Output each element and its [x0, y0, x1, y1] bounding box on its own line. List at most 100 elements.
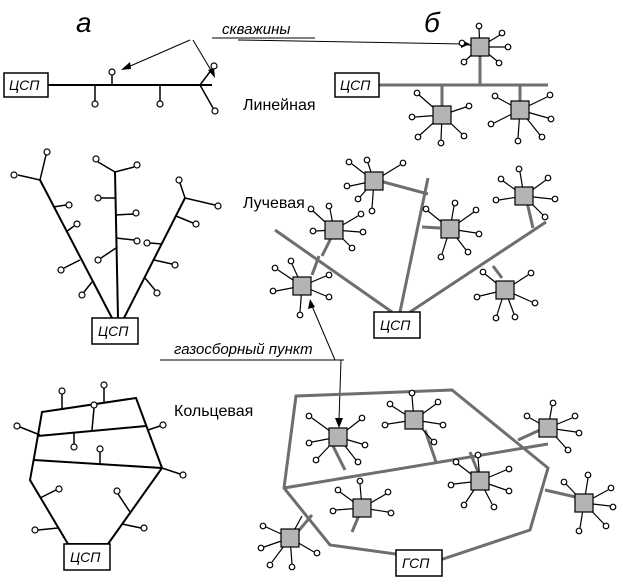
well-icon — [549, 399, 557, 407]
gathering-point-arrow — [338, 359, 342, 421]
well-cluster — [329, 477, 395, 518]
well-icon — [475, 22, 483, 30]
well-icon — [487, 120, 495, 128]
well-icon — [192, 220, 200, 228]
well-branch — [199, 84, 214, 109]
csp-box — [91, 317, 139, 345]
well-icon — [492, 314, 500, 322]
csp-box — [3, 72, 49, 98]
well-icon — [132, 209, 140, 217]
wells-label: скважины — [222, 21, 290, 38]
station-icon — [470, 37, 490, 57]
well-cluster — [447, 451, 513, 511]
well-icon — [90, 401, 98, 409]
well-icon — [575, 429, 583, 437]
well-icon — [368, 207, 376, 215]
well-icon — [414, 133, 422, 141]
well-icon — [156, 100, 164, 108]
well-icon — [607, 484, 615, 492]
well-icon — [495, 59, 503, 67]
well-icon — [475, 230, 483, 238]
well-icon — [544, 174, 552, 182]
well-icon — [312, 456, 320, 464]
well-cluster — [422, 199, 483, 261]
well-icon — [55, 485, 63, 493]
gathering-point-arrow — [311, 305, 336, 361]
well-cluster — [257, 515, 321, 571]
well-icon — [43, 148, 51, 156]
well-icon — [437, 253, 445, 261]
well-cluster — [487, 91, 555, 145]
well-icon — [546, 91, 554, 99]
well-icon — [266, 561, 274, 569]
well-icon — [354, 195, 362, 203]
well-icon — [504, 43, 512, 51]
well-icon — [287, 257, 295, 265]
well-icon — [523, 412, 531, 420]
well-icon — [10, 171, 18, 179]
gsp-box — [395, 549, 443, 577]
arrowhead — [308, 299, 315, 309]
linear-scheme-a: ЦСП — [3, 62, 219, 115]
well-cluster — [381, 389, 447, 446]
csp-label: ЦСП — [380, 317, 411, 333]
well-icon — [65, 201, 73, 209]
well-icon — [91, 100, 99, 108]
well-icon — [296, 311, 304, 319]
station-icon — [495, 280, 515, 300]
well-icon — [460, 58, 468, 66]
well-cluster — [523, 399, 583, 454]
well-icon — [210, 62, 218, 70]
well-icon — [214, 202, 222, 210]
well-cluster — [492, 165, 559, 221]
well-icon — [329, 507, 337, 515]
well-icon — [153, 289, 161, 297]
well-cluster — [343, 156, 407, 215]
well-icon — [257, 544, 265, 552]
csp-label: ЦСП — [9, 77, 40, 93]
arrowhead — [208, 68, 215, 78]
station-icon — [404, 410, 424, 430]
station-icon — [510, 100, 530, 120]
well-icon — [358, 414, 366, 422]
well-icon — [305, 439, 313, 447]
well-icon — [527, 269, 535, 277]
wells-arrow — [237, 39, 465, 45]
well-icon — [564, 446, 572, 454]
well-cluster — [408, 89, 473, 147]
well-icon — [408, 389, 416, 397]
well-icon — [602, 522, 610, 530]
wells-arrow — [127, 39, 191, 68]
well-icon — [133, 237, 141, 245]
well-icon — [143, 239, 151, 247]
well-icon — [363, 156, 371, 164]
csp-box — [373, 311, 421, 339]
well-icon — [609, 503, 617, 511]
well-icon — [571, 412, 579, 420]
well-icon — [361, 441, 369, 449]
well-cluster — [560, 471, 617, 535]
well-icon — [514, 137, 522, 145]
well-icon — [490, 503, 498, 511]
well-icon — [511, 313, 519, 321]
radial-scheme-label: Лучевая — [243, 195, 305, 212]
station-icon — [440, 219, 460, 239]
well-icon — [531, 299, 539, 307]
well-icon — [57, 266, 65, 274]
arrowhead — [335, 418, 343, 428]
well-icon — [447, 481, 455, 489]
well-icon — [505, 465, 513, 473]
gathering-point-label: газосборный пункт — [174, 341, 313, 358]
radial-scheme-b: ЦСП — [269, 156, 559, 339]
well-icon — [271, 264, 279, 272]
linear-scheme-label: Линейная — [243, 97, 316, 114]
station-icon — [470, 471, 490, 491]
station-icon — [538, 418, 558, 438]
well-icon — [474, 451, 482, 459]
well-icon — [179, 471, 187, 479]
well-icon — [354, 458, 362, 466]
well-icon — [345, 158, 353, 166]
well-icon — [387, 509, 395, 517]
well-icon — [538, 133, 546, 141]
well-icon — [505, 487, 513, 495]
